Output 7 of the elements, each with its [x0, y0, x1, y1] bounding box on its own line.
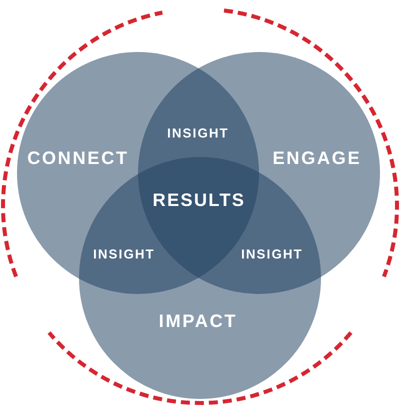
overlap-label: INSIGHT [167, 126, 229, 140]
circle-label: ENGAGE [272, 149, 362, 167]
circle-label: CONNECT [27, 149, 129, 167]
overlap-label: INSIGHT [93, 248, 155, 260]
circle-label: IMPACT [158, 312, 238, 330]
overlap-label: RESULTS [152, 191, 246, 209]
overlap-label: INSIGHT [241, 248, 303, 260]
